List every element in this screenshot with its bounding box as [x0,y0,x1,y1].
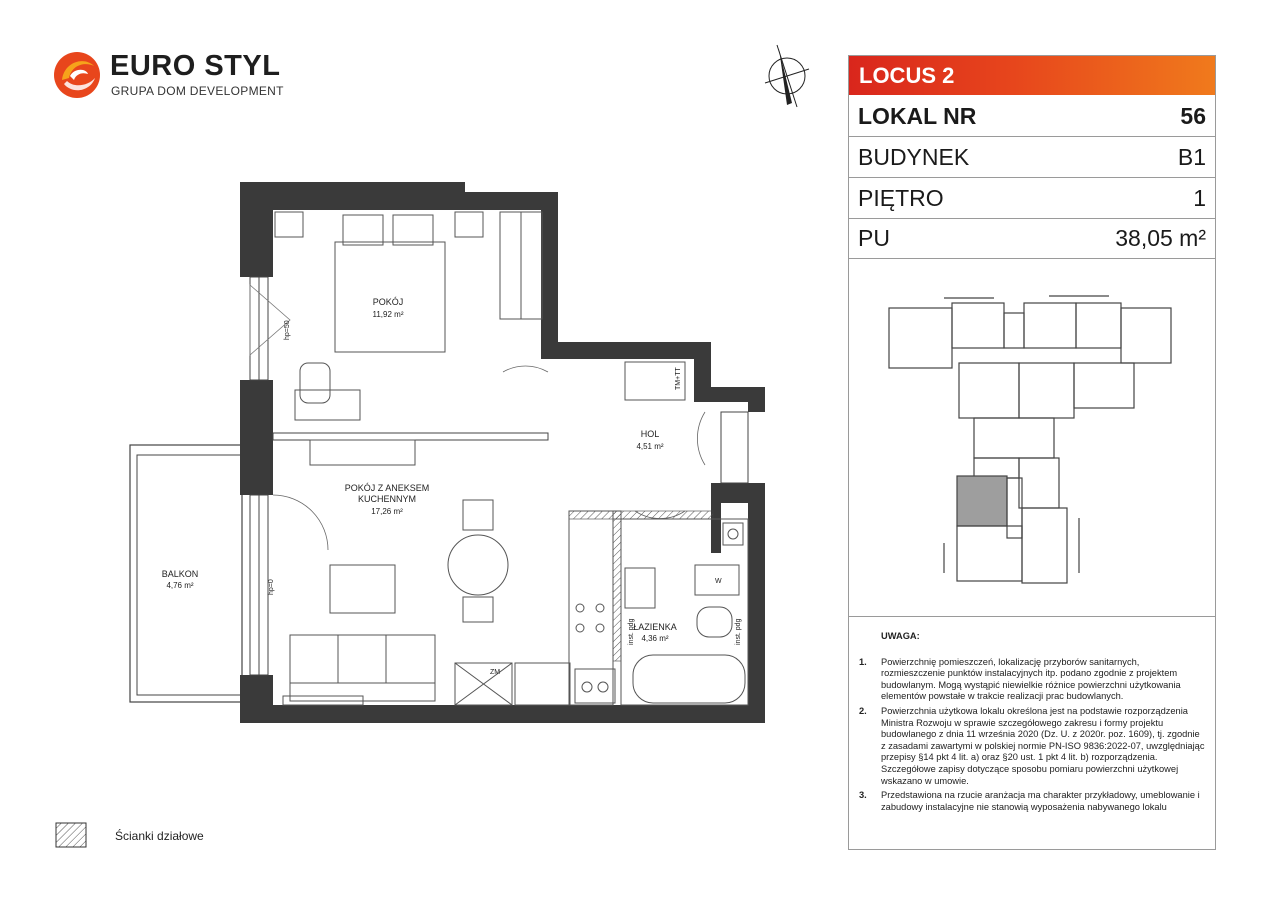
row-value: B1 [1177,144,1206,170]
living-furniture [282,439,509,706]
floor-plan: BALKON 4,76 m² [129,182,765,723]
balkon-name: BALKON [162,569,199,579]
note-item: 2. Powierzchnia użytkowa lokalu określon… [859,706,1205,787]
row-label: PU [858,225,890,251]
note-number: 2. [859,705,867,716]
panel-separator [849,616,1215,617]
partitions [272,432,714,705]
note-text: Przedstawiona na rzucie aranżacja ma cha… [881,790,1200,812]
lazienka-name: ŁAZIENKA [633,622,677,632]
row-budynek: BUDYNEK B1 [849,137,1215,178]
balcony: BALKON 4,76 m² [129,444,243,703]
row-pietro: PIĘTRO 1 [849,178,1215,219]
hol-area: 4,51 m² [636,442,663,451]
row-label: BUDYNEK [858,144,970,170]
row-value: 1 [1193,185,1206,211]
note-text: Powierzchnię pomieszczeń, lokalizację pr… [881,656,1181,702]
note-number: 3. [859,790,867,801]
inst-label-2: inst. pdg [735,618,742,645]
row-lokal-nr: LOKAL NR 56 [849,96,1215,137]
info-panel: LOCUS 2 LOKAL NR 56 BUDYNEK B1 PIĘTRO 1 … [848,55,1216,850]
euro-styl-swirl-logo [54,52,100,98]
windows [249,276,749,676]
note-item: 3. Przedstawiona na rzucie aranżacja ma … [859,790,1205,813]
row-value: 56 [1180,103,1206,129]
row-pu: PU 38,05 m² [849,218,1215,259]
bedroom-furniture [274,211,543,421]
kitchen [454,361,686,706]
pokoj-aneks-name-1: POKÓJ Z ANEKSEM [345,483,430,493]
note-number: 1. [859,656,867,667]
pokoj-area: 11,92 m² [373,310,404,319]
tm-tt-label: TM+TT [675,367,682,390]
pokoj-aneks-area: 17,26 m² [371,507,403,516]
notes: UWAGA: 1. Powierzchnię pomieszczeń, loka… [859,631,1205,816]
pokoj-name: POKÓJ [373,297,404,307]
brand-subtitle: GRUPA DOM DEVELOPMENT [111,84,284,98]
notes-title: UWAGA: [881,631,920,641]
zm-label: ZM [490,669,500,676]
project-header: LOCUS 2 [849,56,1215,95]
hatch-pattern-icon [55,822,87,848]
legend-label: Ścianki działowe [115,829,204,843]
door-swings [249,284,706,551]
pokoj-aneks-name-2: KUCHENNYM [358,494,416,504]
north-arrow-icon [764,44,810,108]
project-title: LOCUS 2 [859,63,955,88]
note-text: Powierzchnia użytkowa lokalu określona j… [881,705,1205,786]
lazienka-area: 4,36 m² [641,634,668,643]
note-item: 1. Powierzchnię pomieszczeń, lokalizację… [859,657,1205,703]
w-label: W [715,578,722,585]
bathroom [620,518,749,706]
brand-logo: EURO STYL GRUPA DOM DEVELOPMENT [52,50,292,102]
building-key-plan [888,295,1172,584]
hol-name: HOL [641,429,660,439]
inst-label-1: inst. pdg [628,618,635,645]
row-value: 38,05 m² [1115,225,1206,251]
legend: Ścianki działowe [55,822,255,852]
balkon-area: 4,76 m² [166,581,193,590]
hp0-label: hp=0 [268,579,275,595]
row-label: LOKAL NR [858,103,977,129]
row-label: PIĘTRO [858,185,944,211]
brand-name: EURO STYL [110,50,281,82]
hp50-label: hp=50 [284,320,291,340]
walls [240,182,765,723]
